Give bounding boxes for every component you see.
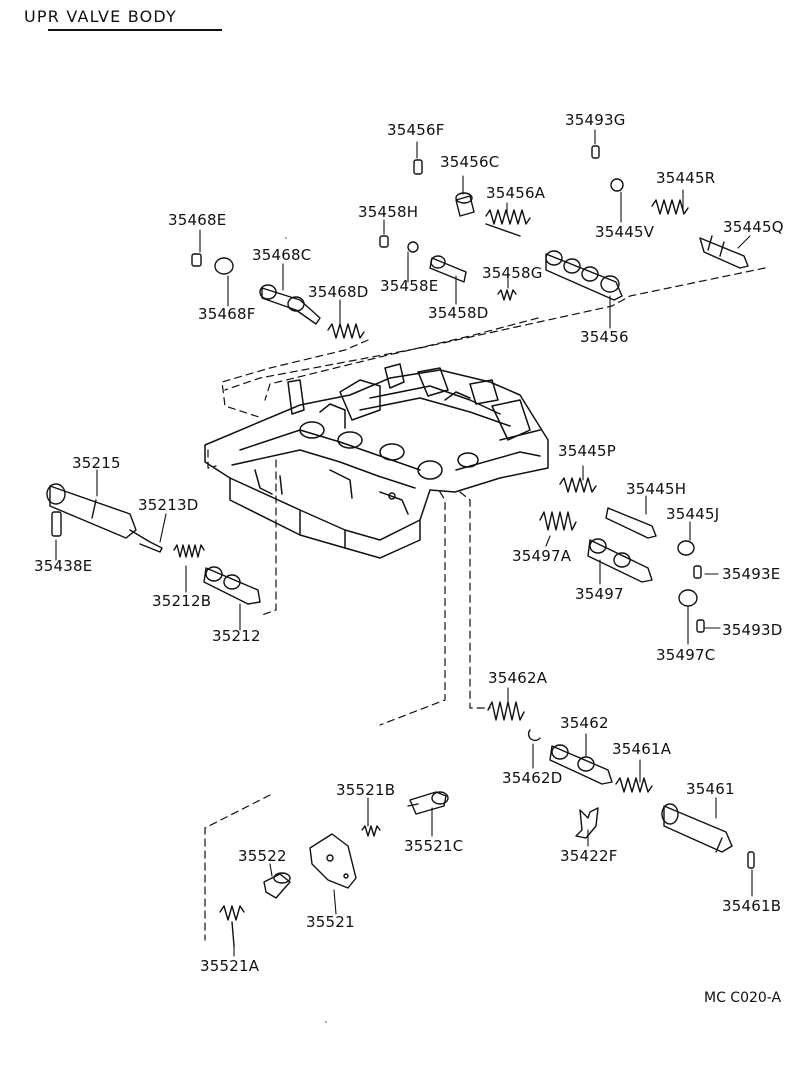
part-35422F-retainer (575, 807, 599, 839)
label-35497: 35497 (575, 585, 624, 603)
part-35445J-plug (677, 540, 695, 556)
part-35462A-spring (487, 701, 525, 721)
label-35456F: 35456F (387, 121, 445, 139)
part-35458D-valve (429, 257, 467, 283)
part-35522-plug (263, 873, 291, 899)
label-35445Q: 35445Q (723, 218, 784, 236)
label-35497C: 35497C (656, 646, 716, 664)
label-35462D: 35462D (502, 769, 563, 787)
label-35445P: 35445P (558, 442, 616, 460)
part-35458E-ball (407, 241, 419, 253)
label-35497A: 35497A (512, 547, 572, 565)
label-35522: 35522 (238, 847, 287, 865)
part-35215-sleeve (49, 485, 137, 539)
label-35458H: 35458H (358, 203, 419, 221)
part-35445Q-valve (699, 237, 749, 269)
label-35462: 35462 (560, 714, 609, 732)
label-35468E: 35468E (168, 211, 227, 229)
label-35458G: 35458G (482, 264, 543, 282)
title-underline (48, 29, 222, 31)
label-35212: 35212 (212, 627, 261, 645)
label-35422F: 35422F (560, 847, 618, 865)
part-35468F-plug (214, 257, 234, 275)
diagram-code: MC C020-A (704, 990, 782, 1006)
part-35456F-pin (413, 159, 423, 175)
label-35468D: 35468D (308, 283, 369, 301)
part-35458H-pin (379, 235, 389, 248)
label-35445J: 35445J (666, 505, 720, 523)
upper-valve-body-casting (204, 363, 549, 559)
part-35462D-clip (527, 729, 541, 742)
part-35521A-spring (219, 905, 245, 921)
part-35521-cam (309, 833, 357, 889)
part-35521B-spring (361, 825, 381, 837)
label-35458D: 35458D (428, 304, 489, 322)
label-35213D: 35213D (138, 496, 199, 514)
diagram-title: UPR VALVE BODY (24, 7, 178, 26)
part-35445V-ball (610, 178, 624, 192)
label-35212B: 35212B (152, 592, 212, 610)
part-35493E-pin (693, 565, 702, 579)
part-35468E-pin (191, 253, 202, 267)
part-35461B-pin (747, 851, 755, 869)
part-35445R-spring (651, 199, 689, 215)
label-35445R: 35445R (656, 169, 716, 187)
label-35445H: 35445H (626, 480, 687, 498)
part-35521C-bolt (409, 791, 447, 815)
label-35521C: 35521C (404, 837, 464, 855)
label-35462A: 35462A (488, 669, 548, 687)
part-35445H-valve (605, 507, 657, 539)
label-35493D: 35493D (722, 621, 783, 639)
part-35468D-spring (327, 323, 365, 339)
label-35521B: 35521B (336, 781, 396, 799)
part-35456A-spring (485, 209, 531, 225)
part-35458G-spring (497, 289, 517, 301)
label-35438E: 35438E (34, 557, 93, 575)
label-35521: 35521 (306, 913, 355, 931)
label-35458E: 35458E (380, 277, 439, 295)
label-35445V: 35445V (595, 223, 655, 241)
part-35461-sleeve (663, 805, 733, 853)
label-35493E: 35493E (722, 565, 781, 583)
part-35468C-valve (261, 287, 321, 325)
part-35462-valve (549, 745, 613, 785)
label-35456A: 35456A (486, 184, 546, 202)
part-35497A-spring (539, 511, 577, 531)
label-35215: 35215 (72, 454, 121, 472)
part-35461A-spring (615, 777, 653, 793)
label-35468F: 35468F (198, 305, 256, 323)
part-35212B-spring (173, 544, 205, 558)
label-35521A: 35521A (200, 957, 260, 975)
parts (46, 145, 755, 947)
part-35493G-pin (591, 145, 600, 159)
label-35461B: 35461B (722, 897, 782, 915)
label-35493G: 35493G (565, 111, 626, 129)
label-35461A: 35461A (612, 740, 672, 758)
part-35497-valve (587, 539, 653, 583)
label-35456C: 35456C (440, 153, 500, 171)
part-35497C-plug (678, 589, 698, 607)
label-35456: 35456 (580, 328, 629, 346)
dashed-guide-lines (204, 267, 766, 941)
part-35212-valve (203, 567, 261, 605)
part-35456-valve (545, 253, 623, 301)
part-35493D-pin (696, 619, 705, 633)
part-35445P-spring (559, 477, 597, 493)
scan-specks (285, 237, 327, 1023)
part-35456C-plug (455, 195, 475, 217)
label-35468C: 35468C (252, 246, 312, 264)
label-35461: 35461 (686, 780, 735, 798)
part-35438E-pin (51, 511, 62, 537)
leader-lines (55, 129, 753, 957)
